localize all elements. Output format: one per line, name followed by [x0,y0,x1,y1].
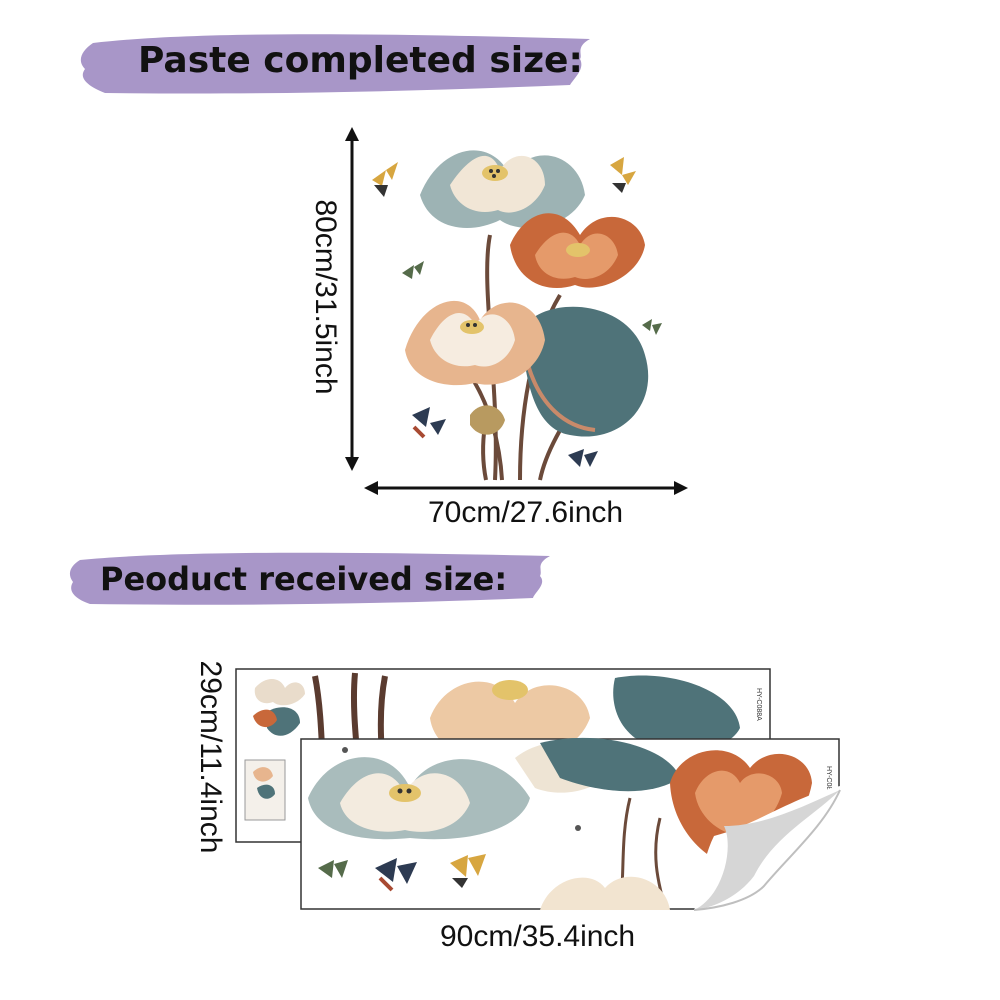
page-curl-icon [693,786,841,912]
butterfly-icon [450,854,486,888]
width-arrow-icon [364,481,688,495]
received-height-label: 29cm/11.4inch [194,660,227,854]
lotus-flower-icon [308,757,530,840]
received-width-label: 90cm/35.4inch [440,920,636,953]
butterfly-icon [412,407,446,439]
lotus-flower-icon [540,876,670,910]
sheet-code-back: HY-C088A [755,688,762,721]
completed-width-label: 70cm/27.6inch [428,496,624,529]
butterfly-icon [402,261,424,279]
lotus-leaf-icon [525,306,649,437]
butterfly-icon [372,162,398,197]
completed-height-label: 80cm/31.5inch [309,199,342,395]
lotus-leaf-icon [540,737,680,792]
butterfly-icon [642,319,662,335]
lotus-flower-icon [510,213,645,289]
banner-brush-top [80,34,591,94]
lotus-leaf-icon [613,675,740,748]
butterfly-icon [610,157,636,193]
assembled-sticker-illustration [372,150,662,481]
banner-brush-bottom [69,552,550,605]
mini-preview-icon [244,679,305,821]
height-arrow-icon [345,127,359,471]
received-size-title: Peoduct received size: [100,560,508,598]
completed-size-title: Paste completed size: [138,40,583,81]
butterfly-icon [318,860,348,878]
lotus-flower-icon [420,150,585,228]
lotus-flower-icon [405,300,545,386]
lotus-bud-icon [470,405,505,435]
butterfly-icon [375,858,417,892]
sheet-code-front: HY-C088B [825,766,832,799]
butterfly-icon [568,449,598,467]
